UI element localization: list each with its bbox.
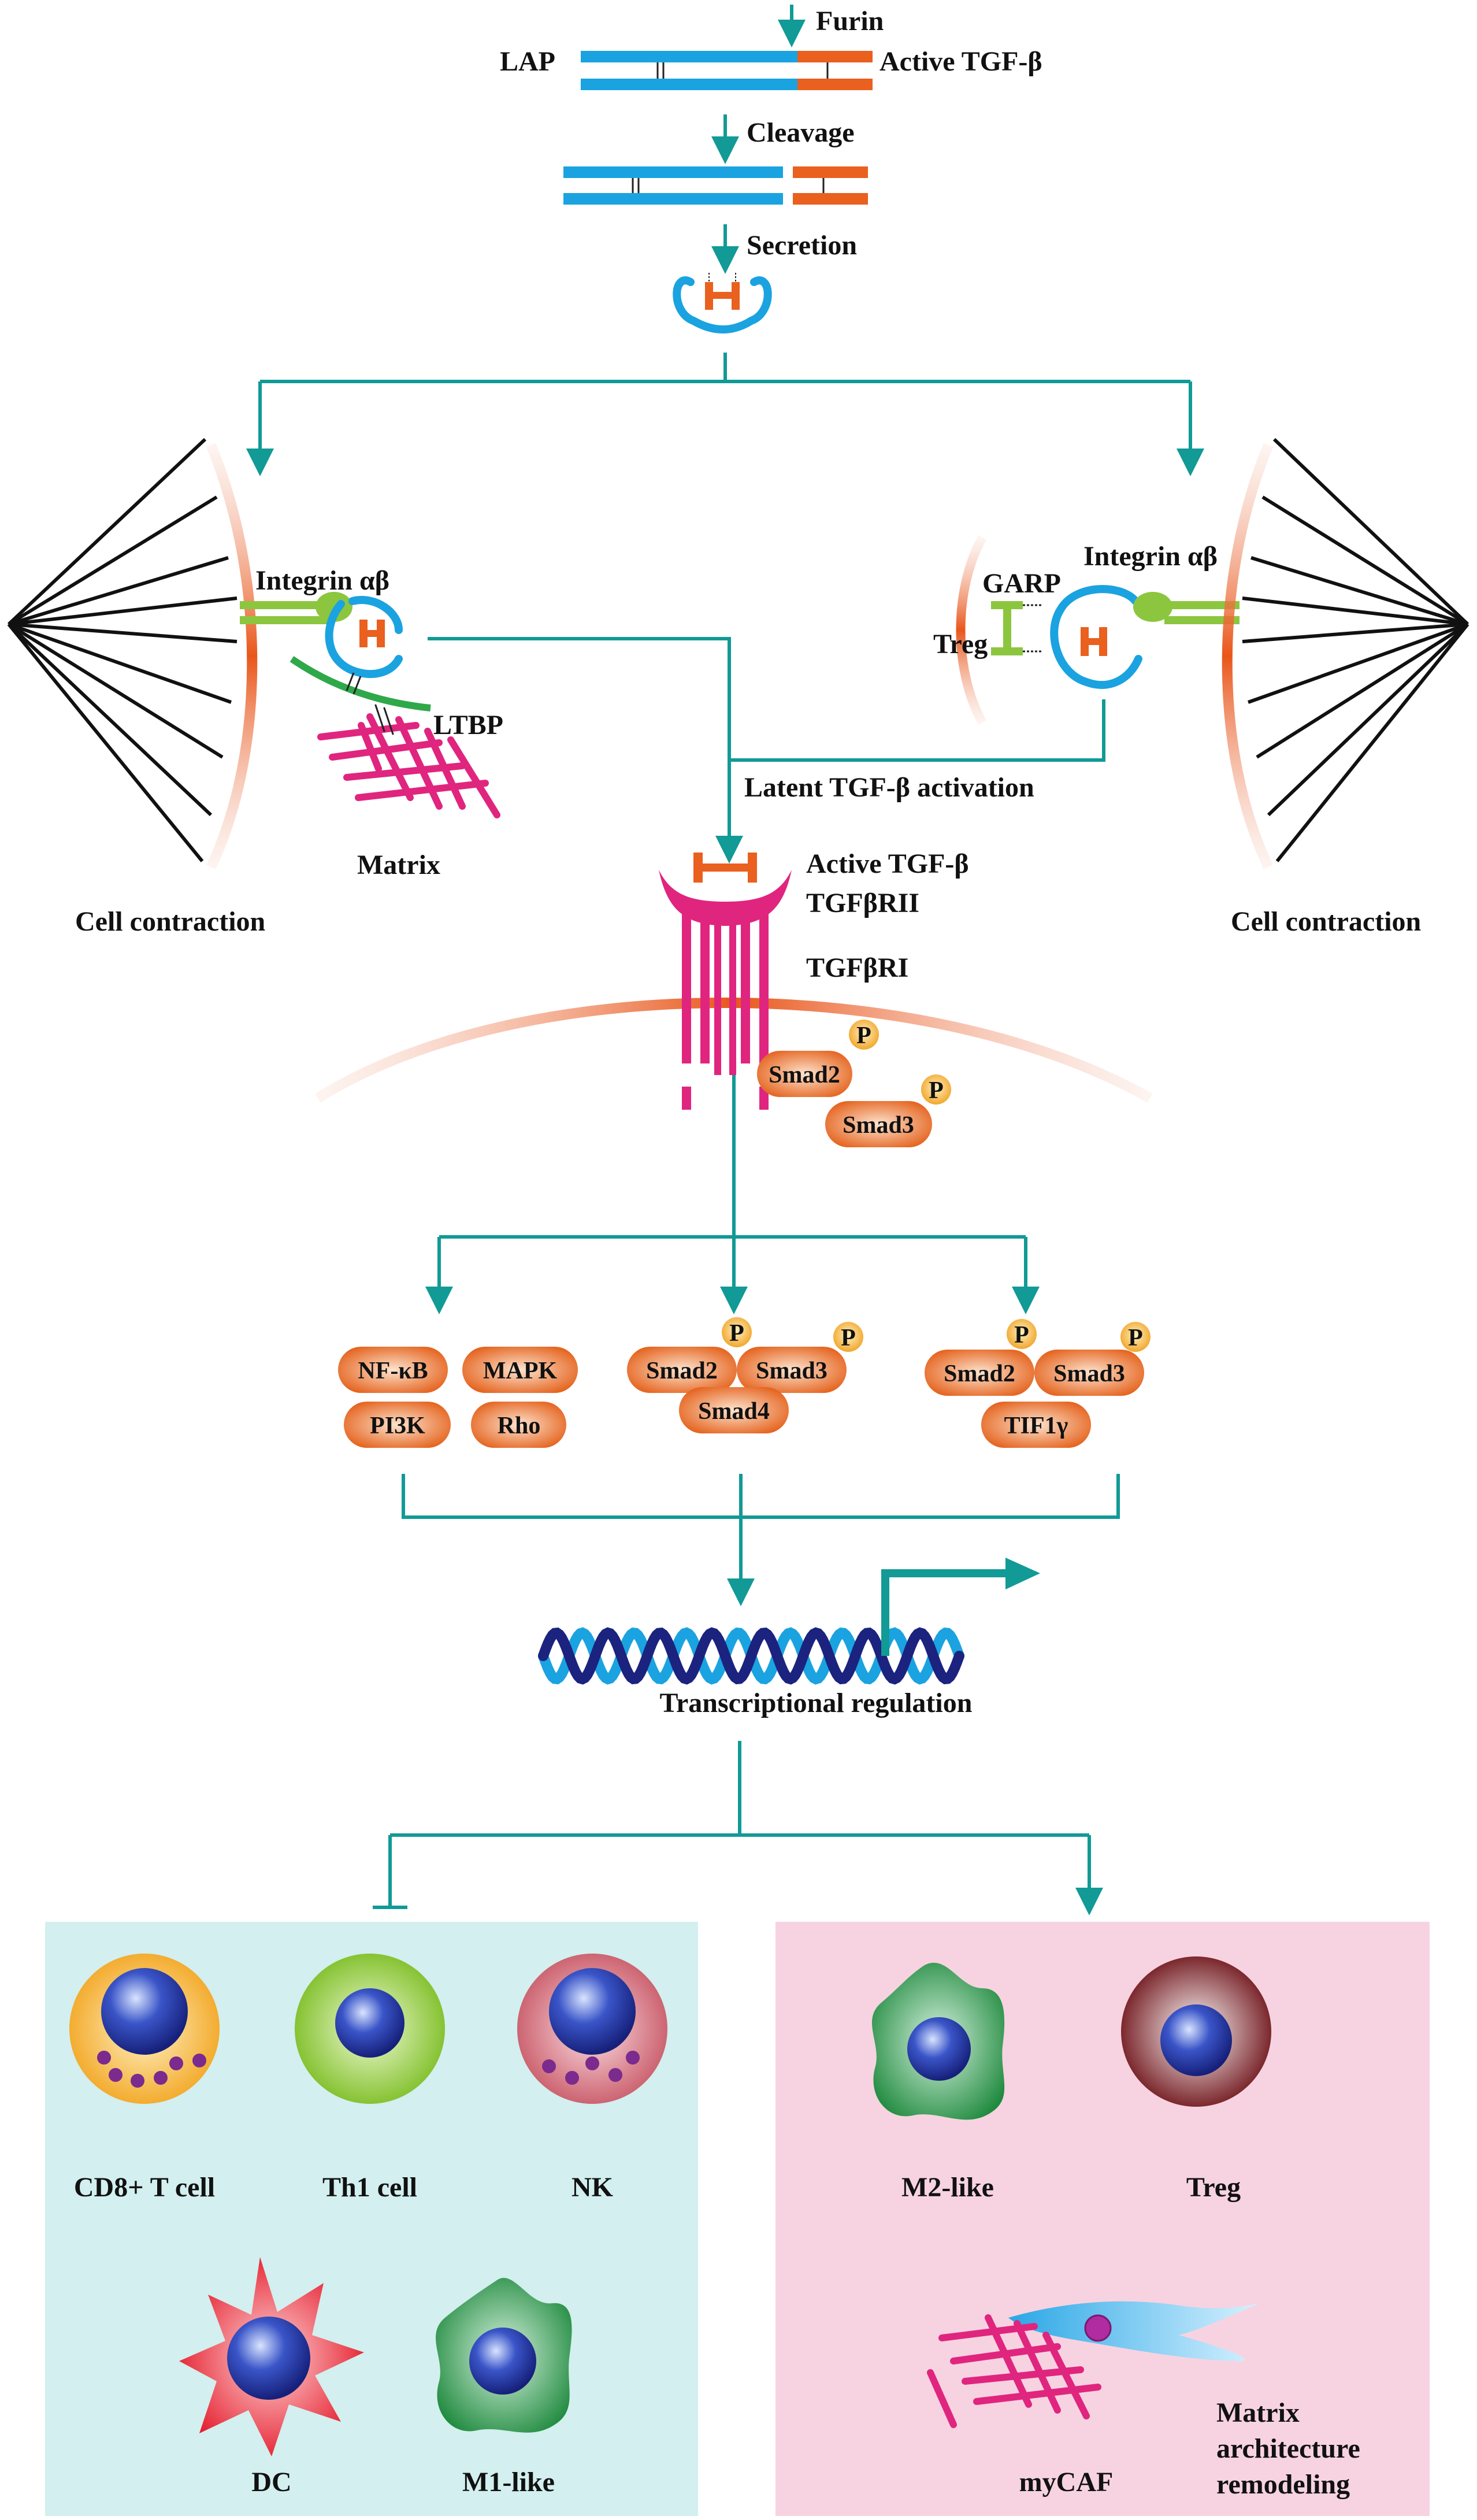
cleavage-label: Cleavage bbox=[747, 117, 855, 148]
promoted-cells-panel: M2-like Treg myCAF Matrix archit bbox=[775, 1922, 1430, 2516]
right-cell-garp-activation: GARP Integrin αβ Treg Cell contraction bbox=[933, 438, 1469, 937]
remodel-line-1: Matrix bbox=[1216, 2397, 1300, 2428]
cd8-t-cell: CD8+ T cell bbox=[69, 1954, 220, 2203]
pathway-branch-arrows bbox=[425, 1075, 1040, 1314]
ltbp-label: LTBP bbox=[433, 710, 503, 740]
matrix-label: Matrix bbox=[357, 850, 440, 880]
pi3k-label: PI3K bbox=[370, 1413, 425, 1439]
mapk-label: MAPK bbox=[483, 1358, 558, 1384]
m2-label: M2-like bbox=[901, 2172, 994, 2203]
right-contraction-fibres bbox=[1242, 438, 1469, 862]
treg-membrane-label: Treg bbox=[933, 629, 988, 659]
smad2-label: Smad2 bbox=[769, 1062, 840, 1088]
th1-cell: Th1 cell bbox=[295, 1954, 445, 2203]
smad3-label: Smad3 bbox=[1053, 1361, 1125, 1387]
left-contraction-fibres bbox=[7, 438, 237, 862]
p-label: P bbox=[1128, 1325, 1143, 1351]
m1-label: M1-like bbox=[462, 2467, 555, 2497]
transcriptional-regulation-label: Transcriptional regulation bbox=[660, 1688, 973, 1718]
tif1g-complex: Smad2 Smad3 TIF1γ P P bbox=[925, 1319, 1151, 1448]
left-cell-integrin-activation: Integrin αβ LTBP Matrix Cell contraction bbox=[7, 438, 503, 937]
smad3-label: Smad3 bbox=[756, 1358, 827, 1384]
m2-like-macrophage: M2-like bbox=[872, 1962, 1005, 2203]
mycaf-and-matrix: myCAF Matrix architecture remodeling bbox=[927, 2301, 1360, 2500]
dc-label: DC bbox=[251, 2467, 291, 2497]
smad2-label: Smad2 bbox=[944, 1361, 1015, 1387]
p-label: P bbox=[1014, 1322, 1029, 1348]
treg-panel-label: Treg bbox=[1186, 2172, 1241, 2203]
m1-like-macrophage: M1-like bbox=[436, 2278, 572, 2497]
dna-helix: Transcriptional regulation bbox=[538, 1558, 1040, 1718]
smad3-label: Smad3 bbox=[843, 1112, 914, 1139]
tif1g-label: TIF1γ bbox=[1004, 1413, 1068, 1439]
smad4-label: Smad4 bbox=[698, 1398, 770, 1425]
smad4-complex: Smad2 Smad3 Smad4 P P bbox=[627, 1317, 863, 1433]
matrix-fibres-left bbox=[317, 704, 500, 818]
outcome-branch bbox=[373, 1741, 1103, 1915]
inhibited-cells-panel: CD8+ T cell Th1 cell NK DC bbox=[45, 1922, 698, 2516]
remodel-line-3: remodeling bbox=[1216, 2469, 1350, 2500]
cell-contraction-right-label: Cell contraction bbox=[1231, 906, 1421, 937]
p-label: P bbox=[929, 1077, 944, 1104]
rho-label: Rho bbox=[498, 1413, 541, 1439]
integrin-right-label: Integrin αβ bbox=[1083, 541, 1218, 572]
tgfbri-label: TGFβRI bbox=[806, 953, 908, 983]
lap-label: LAP bbox=[500, 46, 555, 77]
active-tgfb-receptor-label: Active TGF-β bbox=[806, 848, 969, 879]
transcription-convergence-arrows bbox=[402, 1474, 1120, 1606]
activation-split-arrows bbox=[246, 353, 1204, 476]
remodel-line-2: architecture bbox=[1216, 2433, 1360, 2464]
dc-cell: DC bbox=[179, 2257, 364, 2497]
activation-convergence-arrows: Latent TGF-β activation bbox=[428, 637, 1105, 864]
treg-cell: Treg bbox=[1121, 1956, 1271, 2203]
nk-label: NK bbox=[571, 2172, 613, 2203]
p-label: P bbox=[856, 1022, 871, 1049]
tgfbrii-label: TGFβRII bbox=[806, 888, 919, 918]
th1-label: Th1 cell bbox=[322, 2172, 417, 2203]
latent-activation-label: Latent TGF-β activation bbox=[744, 772, 1034, 803]
mycaf-label: myCAF bbox=[1019, 2467, 1114, 2497]
smad2-label: Smad2 bbox=[646, 1358, 718, 1384]
p-label: P bbox=[841, 1325, 856, 1351]
cell-contraction-left-label: Cell contraction bbox=[75, 906, 265, 937]
integrin-left-label: Integrin αβ bbox=[255, 565, 389, 596]
noncanonical-pathways: NF-κB MAPK PI3K Rho bbox=[338, 1347, 578, 1448]
phospho-smad-pair: Smad2 P Smad3 P bbox=[757, 1020, 951, 1147]
secretion-label: Secretion bbox=[747, 230, 857, 261]
p-label: P bbox=[729, 1320, 744, 1347]
garp-label: GARP bbox=[982, 568, 1061, 599]
latent-tgfb-complex bbox=[673, 273, 772, 333]
cd8-label: CD8+ T cell bbox=[74, 2172, 215, 2203]
tgfb-receptor-complex: Active TGF-β TGFβRII TGFβRI bbox=[315, 848, 1153, 1110]
pro-tgfb-processing: Furin LAP Active TGF-β Cleavage Secretio… bbox=[500, 5, 1042, 333]
active-tgfb-top-label: Active TGF-β bbox=[879, 46, 1042, 77]
furin-label: Furin bbox=[816, 6, 884, 36]
nk-cell: NK bbox=[517, 1954, 667, 2203]
nfkb-label: NF-κB bbox=[358, 1358, 428, 1384]
